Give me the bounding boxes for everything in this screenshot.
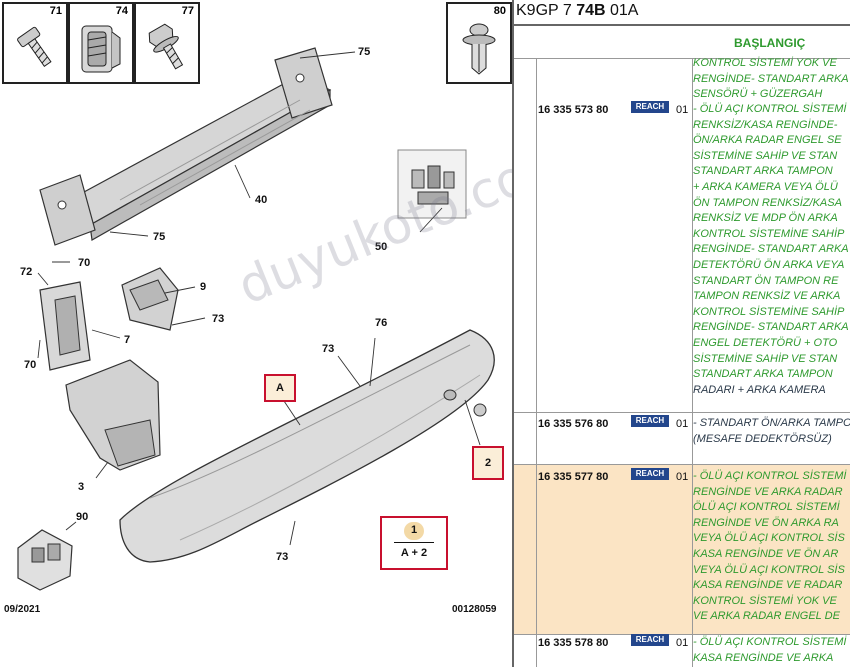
- callout-73[interactable]: 73: [276, 551, 288, 563]
- part-qty: 01: [676, 104, 689, 116]
- reach-badge: REACH: [631, 634, 669, 646]
- callout-75[interactable]: 75: [358, 46, 370, 58]
- row-divider: [514, 58, 850, 59]
- part-description[interactable]: - STANDART ÖN/ARKA TAMPON (MESAFE DEDEKT…: [693, 417, 850, 445]
- part-ref[interactable]: 16 335 578 80: [538, 637, 609, 649]
- rear-bumper-part[interactable]: [119, 329, 495, 563]
- legend-one: 1: [410, 524, 418, 536]
- legend-a-plus-2: A + 2: [400, 547, 428, 559]
- marker-a[interactable]: A: [264, 374, 296, 402]
- callout-3[interactable]: 3: [78, 481, 84, 493]
- spare-clip-kit-part[interactable]: [17, 529, 73, 591]
- marker-2[interactable]: 2: [472, 446, 504, 480]
- title-divider: [514, 24, 850, 26]
- title-group: 74B: [576, 2, 606, 19]
- callout-40[interactable]: 40: [255, 194, 267, 206]
- bumper-corner-part[interactable]: [65, 359, 161, 471]
- thumbnail-77[interactable]: 77: [134, 2, 200, 84]
- diagram-code: 00128059: [452, 604, 497, 615]
- legend-circle: [404, 522, 424, 540]
- callout-50[interactable]: 50: [375, 241, 387, 253]
- thumbnail-number: 74: [115, 5, 128, 17]
- callout-7[interactable]: 7: [124, 334, 130, 346]
- thumbnail-number: 77: [181, 5, 194, 17]
- exploded-view: 75 75 40 50 72 70 70 9 73 7 76 73 3 90 7…: [17, 46, 495, 591]
- panel-title: K9GP 7 74B 01A: [516, 2, 638, 20]
- screw-icon: [17, 26, 52, 68]
- leader-lines: [37, 51, 481, 546]
- part-ref[interactable]: 16 335 576 80: [538, 418, 609, 430]
- legend-box[interactable]: 1 A + 2: [380, 516, 448, 570]
- part-qty: 01: [676, 418, 689, 430]
- top-description: KONTROL SİSTEMİ YOK VE RENGİNDE- STANDAR…: [693, 57, 849, 101]
- thumbnail-number: 80: [493, 5, 506, 17]
- selected-row-highlight: [514, 464, 850, 634]
- part-qty: 01: [676, 471, 689, 483]
- part-description[interactable]: - ÖLÜ AÇI KONTROL SİSTEMİ RENKSİZ/KASA R…: [693, 103, 849, 396]
- parts-diagram: 71 74 77 80: [2, 2, 581, 615]
- parts-list-panel: K9GP 7 74B 01A BAŞLANGIÇ KONTROL SİSTEMİ…: [512, 0, 850, 667]
- callout-72[interactable]: 72: [20, 266, 32, 278]
- column-divider: [536, 58, 537, 667]
- flange-bolt-icon: [148, 23, 184, 70]
- reinforcement-beam-part[interactable]: [39, 47, 333, 246]
- clip-part[interactable]: [473, 403, 487, 417]
- start-label: BAŞLANGIÇ: [734, 36, 806, 50]
- part-ref[interactable]: 16 335 577 80: [538, 471, 609, 483]
- thumbnail-74[interactable]: 74: [68, 2, 134, 84]
- callout-76[interactable]: 76: [375, 317, 387, 329]
- fastener-kit-part[interactable]: [397, 149, 467, 219]
- row-divider: [514, 464, 850, 465]
- legend-divider: [394, 542, 434, 543]
- reach-badge: REACH: [631, 101, 669, 113]
- callout-9[interactable]: 9: [200, 281, 206, 293]
- thumbnail-80[interactable]: 80: [446, 2, 512, 84]
- mounting-bracket-part[interactable]: [121, 267, 179, 331]
- part-description[interactable]: - ÖLÜ AÇI KONTROL SİSTEMİ KASA RENGİNDE …: [693, 636, 847, 664]
- callout-73[interactable]: 73: [322, 343, 334, 355]
- title-prefix: K9GP 7: [516, 2, 577, 19]
- callout-70[interactable]: 70: [78, 257, 90, 269]
- reach-badge: REACH: [631, 468, 669, 480]
- callout-90[interactable]: 90: [76, 511, 88, 523]
- side-bracket-part[interactable]: [39, 281, 91, 371]
- thumbnail-71[interactable]: 71: [2, 2, 68, 84]
- reach-badge: REACH: [631, 415, 669, 427]
- title-suffix: 01A: [605, 2, 639, 19]
- diagram-date: 09/2021: [4, 604, 41, 615]
- part-description[interactable]: - ÖLÜ AÇI KONTROL SİSTEMİ RENGİNDE VE AR…: [693, 470, 847, 623]
- clip-nut-icon: [81, 25, 121, 73]
- part-ref[interactable]: 16 335 573 80: [538, 104, 609, 116]
- part-qty: 01: [676, 637, 689, 649]
- push-rivet-icon: [462, 23, 496, 75]
- callout-70[interactable]: 70: [24, 359, 36, 371]
- column-divider: [692, 58, 693, 667]
- row-divider: [514, 634, 850, 635]
- row-divider: [514, 412, 850, 413]
- callout-73[interactable]: 73: [212, 313, 224, 325]
- thumbnail-number: 71: [49, 5, 62, 17]
- callout-75[interactable]: 75: [153, 231, 165, 243]
